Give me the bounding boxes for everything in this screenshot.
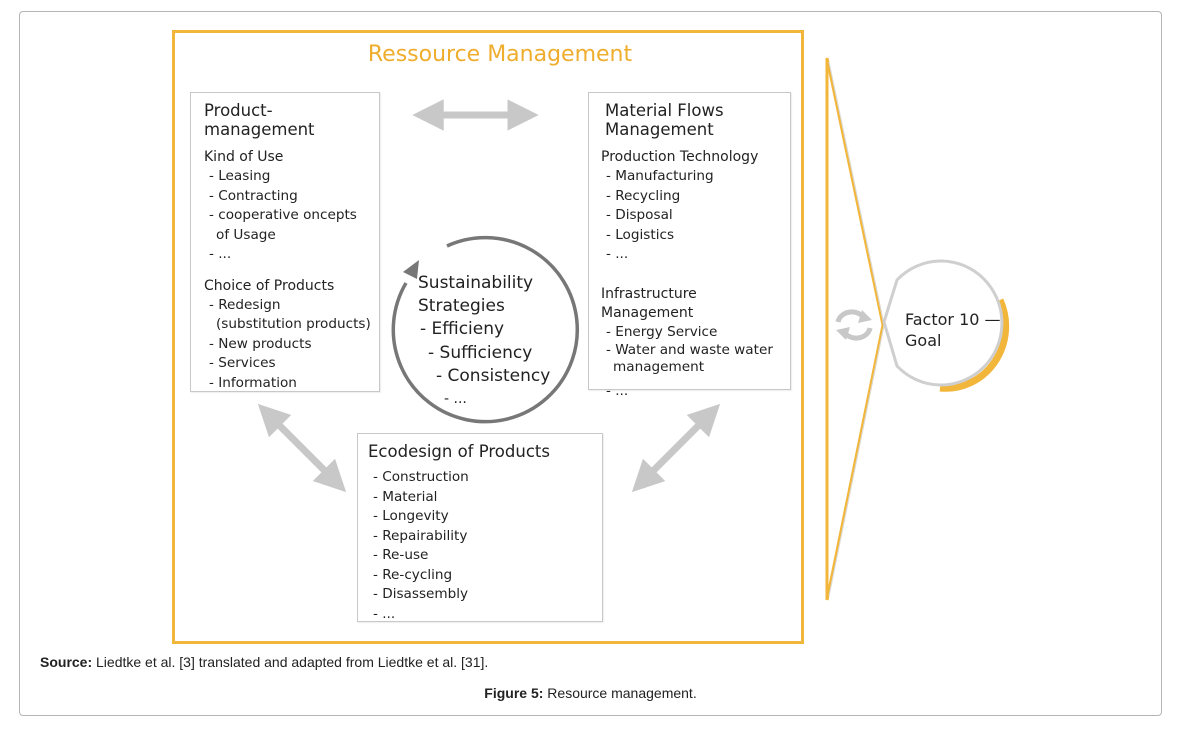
main-title: Ressource Management	[367, 42, 633, 67]
choice-of-products-heading: Choice of Products	[204, 277, 335, 294]
list-item: management	[613, 359, 705, 375]
list-item: - Re-cycling	[373, 566, 453, 583]
list-item: - Services	[209, 355, 276, 371]
goal-circle-shadow	[939, 298, 1010, 392]
list-item: - Logistics	[606, 226, 675, 243]
list-item: - Disposal	[606, 207, 673, 223]
ecodesign-list: - Construction - Material - Longevity - …	[368, 468, 602, 624]
product-management-title: Product- management	[204, 101, 315, 139]
strategy-item: - Sufficiency	[428, 342, 533, 363]
list-item: - Information	[209, 374, 297, 391]
arrow-mf-ed	[631, 403, 721, 493]
list-item: - ...	[606, 246, 629, 262]
strategy-item: - Consistency	[436, 366, 551, 386]
list-item: - Construction	[373, 469, 469, 485]
list-item: - New products	[209, 335, 312, 352]
list-item: - Longevity	[373, 508, 449, 524]
list-item: of Usage	[216, 226, 276, 243]
sustainability-strategies: Sustainability Strategies - Efficieny - …	[418, 273, 551, 407]
product-management-box: Product- management Kind of Use - Leasin…	[190, 92, 380, 392]
figure-frame	[19, 11, 1162, 716]
list-item: - Recycling	[606, 187, 681, 204]
production-technology-list: - Manufacturing - Recycling - Disposal -…	[601, 167, 790, 265]
list-item: - ...	[606, 383, 629, 399]
list-item: - ...	[373, 605, 396, 622]
list-item: - Redesign	[209, 296, 281, 313]
infrastructure-list: - Energy Service - Water and waste water…	[601, 323, 790, 402]
source-caption: Source: Liedtke et al. [3] translated an…	[40, 654, 489, 670]
list-item: - Contracting	[209, 187, 298, 204]
list-item: - Manufacturing	[606, 168, 714, 184]
cycle-arrowhead	[403, 260, 419, 279]
figure-caption: Figure 5: Resource management.	[484, 685, 697, 701]
material-flows-box: Material Flows Management Production Tec…	[588, 92, 791, 399]
resource-management-box	[172, 30, 804, 644]
list-item: - cooperative oncepts	[209, 207, 357, 223]
choice-of-products-list: - Redesign (substitution products) - New…	[204, 296, 379, 394]
ecodesign-box: Ecodesign of Products - Construction - M…	[357, 433, 603, 622]
list-item: - Leasing	[209, 168, 271, 184]
arrow-pm-ed	[257, 403, 347, 493]
list-item: - Re-use	[373, 547, 429, 563]
list-item: (substitution products)	[216, 316, 371, 332]
sustainability-cycle	[391, 235, 580, 424]
funnel-shape	[825, 57, 885, 601]
list-item: - Material	[373, 488, 438, 505]
strategy-item: - ...	[444, 390, 467, 407]
list-item: - Disassembly	[373, 586, 469, 602]
kind-of-use-list: - Leasing - Contracting - cooperative on…	[204, 167, 379, 265]
goal-circle	[882, 259, 1004, 387]
ecodesign-title: Ecodesign of Products	[368, 442, 550, 461]
strategy-item: - Efficieny	[420, 319, 505, 339]
factor-10-goal: Factor 10 — Goal	[905, 310, 1001, 350]
list-item: - Energy Service	[606, 323, 718, 340]
infrastructure-heading: Infrastructure Management	[601, 285, 697, 321]
list-item: - ...	[209, 246, 232, 262]
kind-of-use-heading: Kind of Use	[204, 149, 284, 165]
list-item: - Water and waste water	[606, 342, 773, 358]
production-technology-heading: Production Technology	[601, 149, 759, 165]
list-item: - Repairability	[373, 527, 468, 544]
material-flows-title: Material Flows Management	[605, 101, 724, 139]
